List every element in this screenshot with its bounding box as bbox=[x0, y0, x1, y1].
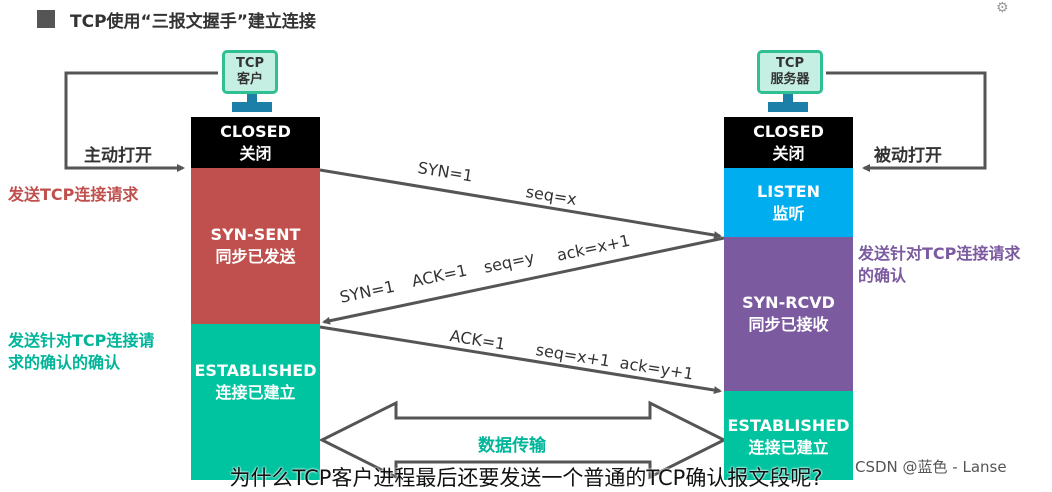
server-note-send-ack: 发送针对TCP连接请求 的确认 bbox=[858, 244, 1021, 285]
passive-open-arrow bbox=[826, 71, 987, 172]
client-monitor-base bbox=[232, 102, 272, 112]
settings-icon[interactable]: ⚙ bbox=[996, 0, 1009, 16]
ack-message-arrow bbox=[319, 325, 722, 395]
data-transfer-label: 数据传输 bbox=[478, 436, 546, 456]
server-monitor-base bbox=[768, 102, 808, 112]
page-title: TCP使用“三报文握手”建立连接 bbox=[70, 12, 316, 32]
server-host-icon: TCP 服务器 bbox=[757, 50, 823, 94]
syn-message-arrow bbox=[319, 168, 722, 239]
client-host-icon: TCP 客户 bbox=[222, 50, 278, 94]
active-open-label: 主动打开 bbox=[84, 146, 152, 166]
passive-open-label: 被动打开 bbox=[874, 146, 942, 166]
active-open-arrow bbox=[64, 71, 218, 172]
client-note-send-request: 发送TCP连接请求 bbox=[8, 185, 139, 204]
client-note-send-ack-of-ack: 发送针对TCP连接请 求的确认的确认 bbox=[8, 331, 155, 372]
server-monitor-neck bbox=[783, 94, 793, 102]
syn-ack-message-arrow bbox=[322, 236, 725, 325]
watermark: CSDN @蓝色 - Lanse bbox=[855, 458, 1007, 476]
title-marker bbox=[37, 10, 55, 28]
client-monitor-neck bbox=[247, 94, 257, 102]
